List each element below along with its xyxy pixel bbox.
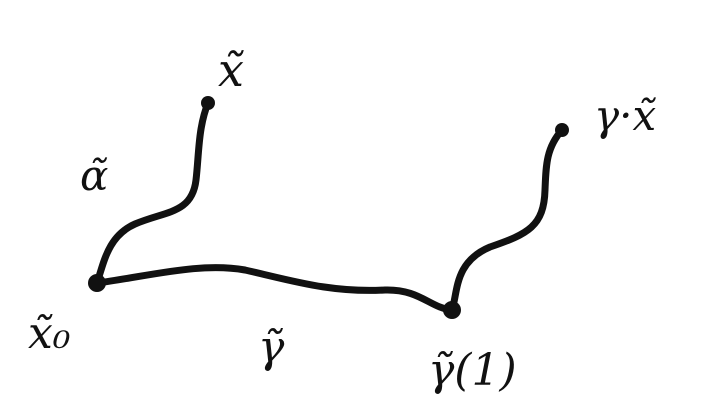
- label-gamma-x-tilde: γ·x̃: [594, 91, 656, 140]
- label-gamma-tilde: γ̃: [258, 322, 285, 373]
- point-x0-tilde: [88, 274, 106, 292]
- point-gamma-x-tilde: [555, 123, 569, 137]
- path-translate: [448, 126, 566, 314]
- point-x-tilde: [201, 96, 215, 110]
- label-x0-tilde: x̃₀: [28, 308, 71, 359]
- point-gamma-tilde-1: [443, 301, 461, 319]
- path-alpha-tilde: [93, 99, 212, 287]
- path-gamma-tilde: [93, 264, 456, 314]
- label-alpha-tilde: α̃: [80, 151, 108, 200]
- label-x-tilde: x̃: [218, 43, 244, 97]
- label-gamma-tilde-1: γ̃(1): [428, 345, 517, 396]
